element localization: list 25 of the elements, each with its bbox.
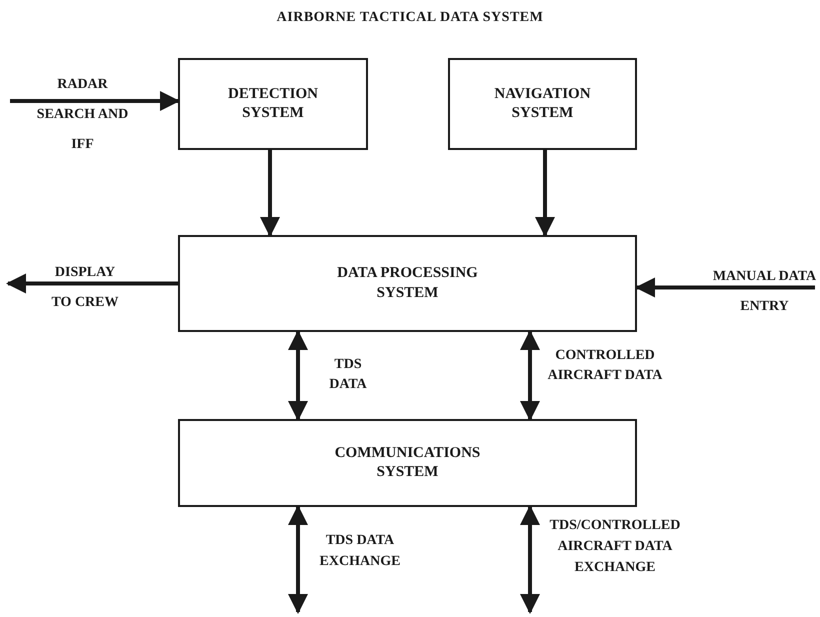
- arrow: [260, 150, 280, 237]
- process-box: [178, 58, 368, 150]
- edge-label: TDS/CONTROLLED AIRCRAFT DATA EXCHANGE: [548, 517, 682, 577]
- process-box: [178, 419, 637, 507]
- process-box: [178, 235, 637, 332]
- arrow: [288, 505, 308, 614]
- arrow: [520, 505, 540, 614]
- arrow: [535, 150, 555, 237]
- box-label: DATA PROCESSING SYSTEM: [336, 264, 479, 302]
- box-label: COMMUNICATIONS SYSTEM: [334, 444, 482, 482]
- edge-label: RADAR SEARCH AND IFF: [36, 76, 130, 154]
- diagram-title: AIRBORNE TACTICAL DATA SYSTEM: [276, 10, 544, 26]
- box-label: NAVIGATION SYSTEM: [493, 84, 592, 123]
- arrow: [635, 278, 815, 298]
- edge-label: TDS DATA: [328, 356, 368, 394]
- arrow: [520, 330, 540, 421]
- edge-label: DISPLAY TO CREW: [50, 264, 120, 312]
- arrow: [288, 330, 308, 421]
- process-box: [448, 58, 637, 150]
- arrow: [10, 91, 180, 111]
- box-label: DETECTION SYSTEM: [226, 84, 320, 123]
- edge-label: MANUAL DATA ENTRY: [712, 268, 817, 316]
- edge-label: TDS DATA EXCHANGE: [318, 532, 402, 571]
- arrow: [6, 274, 178, 294]
- edge-label: CONTROLLED AIRCRAFT DATA: [546, 347, 664, 385]
